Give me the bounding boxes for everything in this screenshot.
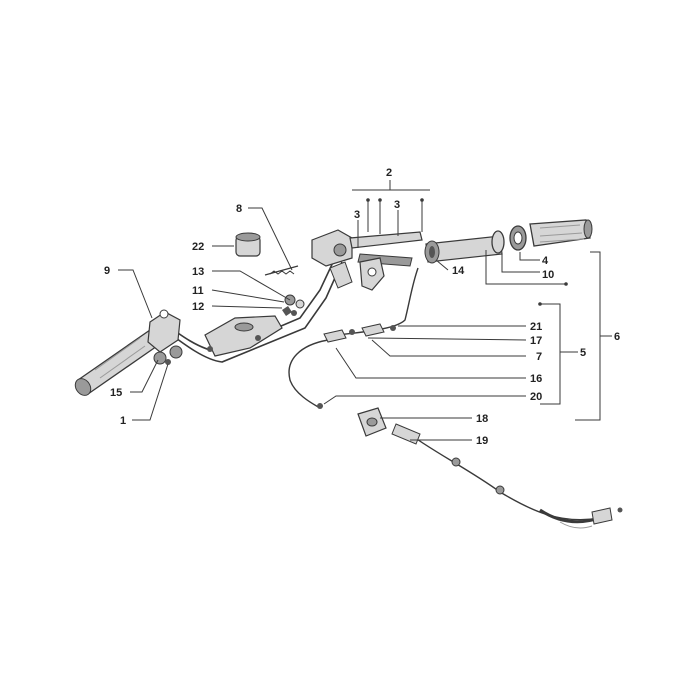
left-grip bbox=[74, 329, 161, 396]
grip-washer bbox=[509, 225, 527, 251]
callout-7: 7 bbox=[536, 351, 542, 363]
callout-2: 2 bbox=[386, 167, 392, 179]
left-control-block bbox=[147, 309, 183, 365]
callout-1: 1 bbox=[120, 415, 126, 427]
throttle-tube bbox=[424, 235, 503, 264]
callout-22: 22 bbox=[192, 241, 204, 253]
callout-19: 19 bbox=[476, 435, 488, 447]
callout-17: 17 bbox=[530, 335, 542, 347]
callout-4: 4 bbox=[542, 255, 549, 267]
grip-ring bbox=[491, 230, 505, 254]
callout-8: 8 bbox=[236, 203, 242, 215]
callout-6: 6 bbox=[614, 331, 620, 343]
lower-cable-fittings bbox=[391, 423, 623, 529]
callout-5: 5 bbox=[580, 347, 586, 359]
callout-15: 15 bbox=[110, 387, 122, 399]
callout-16: 16 bbox=[530, 373, 542, 385]
leader-lines bbox=[118, 180, 612, 441]
cable-guide-block bbox=[357, 407, 387, 437]
lower-cable bbox=[403, 429, 601, 521]
throttle-cable bbox=[288, 267, 419, 409]
callout-labels: 9 1 15 22 8 13 11 12 2 3 3 14 4 10 6 5 2… bbox=[104, 167, 620, 447]
callout-3-small: 3 bbox=[354, 209, 360, 221]
callout-13: 13 bbox=[192, 266, 204, 278]
cable-clip bbox=[264, 265, 299, 276]
right-grip bbox=[529, 219, 593, 247]
callout-11: 11 bbox=[192, 285, 204, 297]
callout-14: 14 bbox=[452, 265, 465, 277]
pointer-dots bbox=[366, 198, 568, 306]
lever-bracket bbox=[359, 257, 385, 291]
callout-21: 21 bbox=[530, 321, 542, 333]
callout-3: 3 bbox=[394, 199, 400, 211]
callout-20: 20 bbox=[530, 391, 542, 403]
end-cap bbox=[235, 232, 261, 257]
handlebar-center-bracket bbox=[204, 315, 283, 357]
callout-12: 12 bbox=[192, 301, 204, 313]
callout-9: 9 bbox=[104, 265, 110, 277]
brake-lever bbox=[349, 231, 423, 267]
right-switch-housing bbox=[311, 229, 353, 289]
mounting-bolts bbox=[282, 294, 305, 316]
cable-adjusters bbox=[317, 323, 396, 409]
callout-18: 18 bbox=[476, 413, 488, 425]
callout-10: 10 bbox=[542, 269, 554, 281]
